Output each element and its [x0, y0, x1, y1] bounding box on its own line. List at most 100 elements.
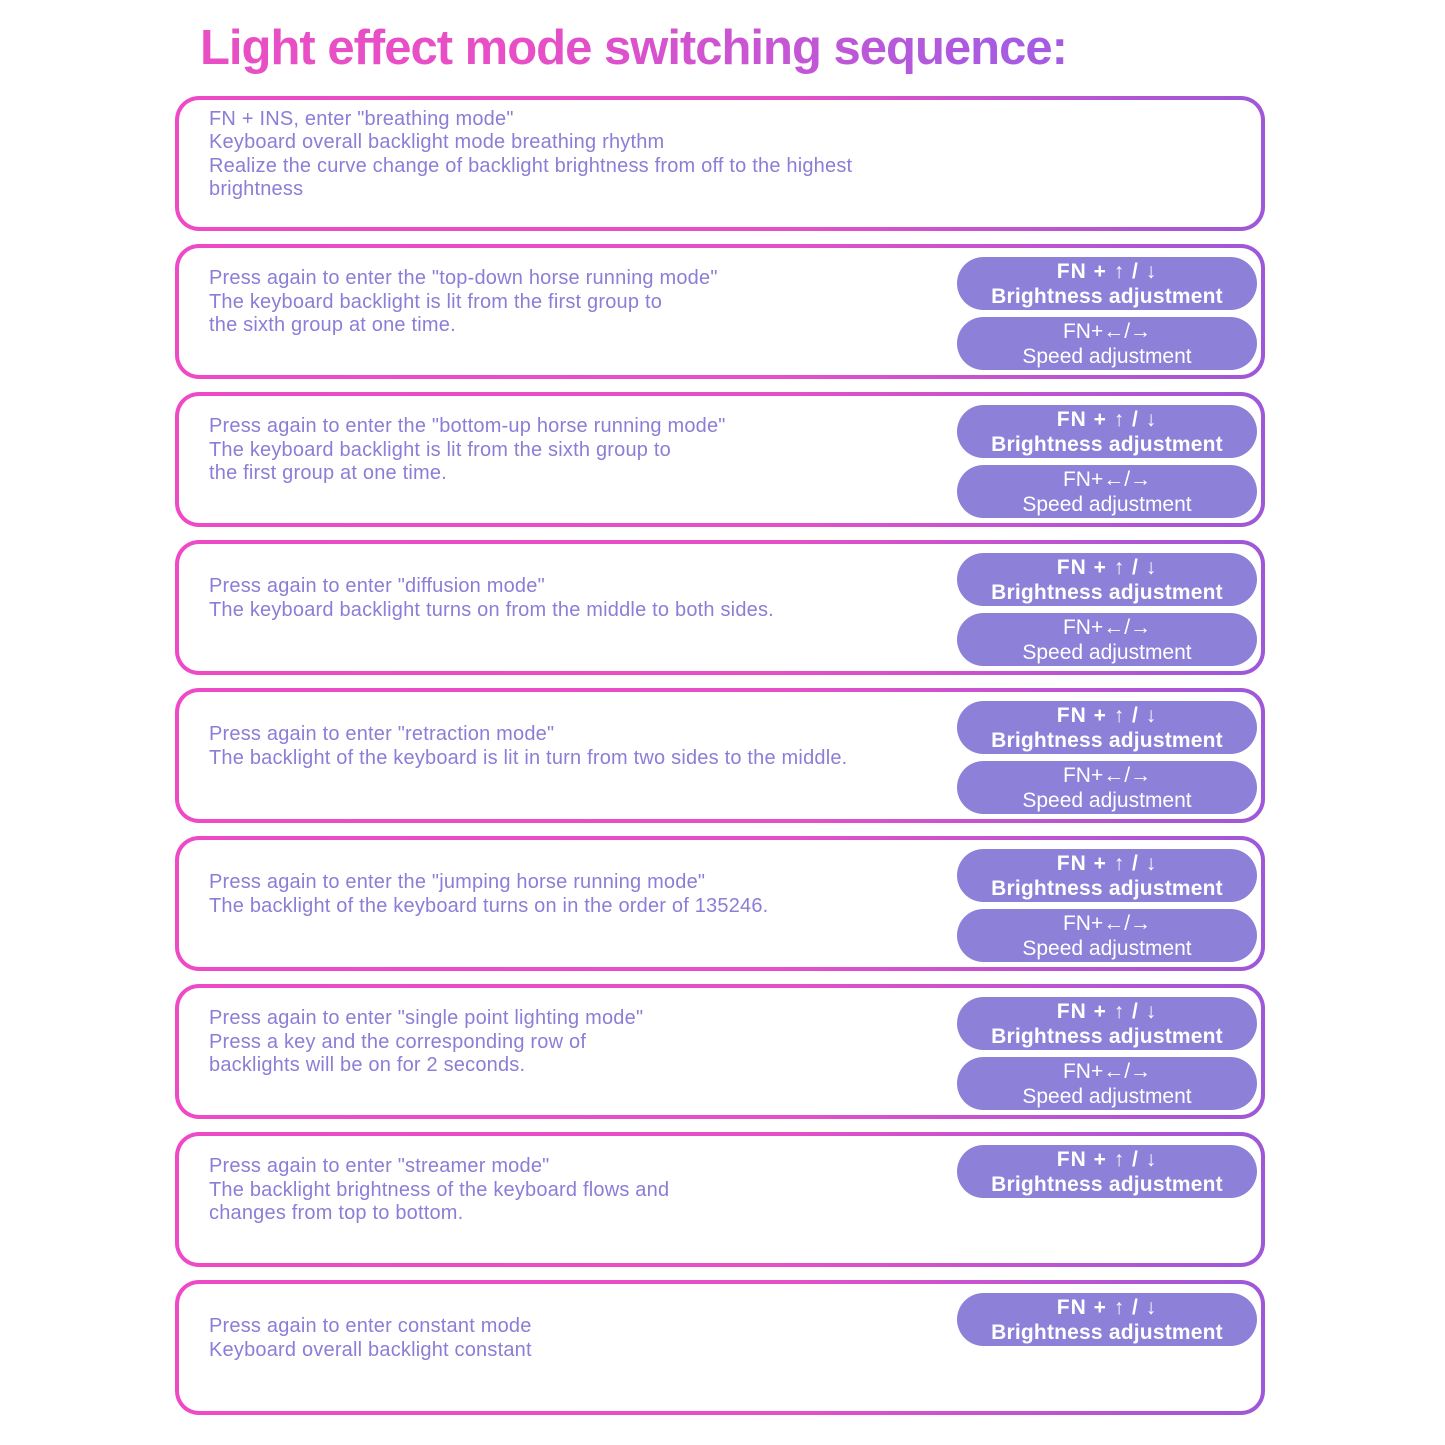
mode-sections: FN + INS, enter "breathing mode"Keyboard…	[175, 96, 1265, 1415]
mode-card-inner: Press again to enter "streamer mode"The …	[179, 1136, 1261, 1263]
text-line: The backlight of the keyboard turns on i…	[209, 894, 769, 917]
badge-keys: FN+←/→	[1062, 615, 1152, 639]
brightness-adjustment-badge: FN + ↑ / ↓Brightness adjustment	[957, 849, 1257, 902]
text-line: Keyboard overall backlight mode breathin…	[209, 131, 665, 153]
brightness-adjustment-badge: FN + ↑ / ↓Brightness adjustment	[957, 1293, 1257, 1346]
mode-description: Press again to enter the "bottom-up hors…	[179, 415, 1046, 486]
badge-keys: FN + ↑ / ↓	[1056, 555, 1158, 579]
mode-card: Press again to enter "diffusion mode"The…	[175, 540, 1265, 675]
badge-label: Speed adjustment	[1022, 936, 1192, 960]
text-line: the first group at one time.	[209, 462, 447, 485]
badge-label: Brightness adjustment	[991, 876, 1223, 900]
mode-card: FN + INS, enter "breathing mode"Keyboard…	[175, 96, 1265, 231]
mode-card: Press again to enter the "bottom-up hors…	[175, 392, 1265, 527]
badge-keys: FN + ↑ / ↓	[1056, 999, 1158, 1023]
badge-label: Brightness adjustment	[991, 1320, 1223, 1344]
mode-card-inner: Press again to enter "retraction mode"Th…	[179, 692, 1261, 819]
badge-keys: FN+←/→	[1062, 911, 1152, 935]
text-line: Keyboard overall backlight constant	[209, 1338, 532, 1361]
text-line: Press a key and the corresponding row of	[209, 1030, 587, 1053]
speed-adjustment-badge: FN+←/→Speed adjustment	[957, 613, 1257, 666]
mode-card: Press again to enter "single point light…	[175, 984, 1265, 1119]
brightness-adjustment-badge: FN + ↑ / ↓Brightness adjustment	[957, 553, 1257, 606]
brightness-adjustment-badge: FN + ↑ / ↓Brightness adjustment	[957, 701, 1257, 754]
speed-adjustment-badge: FN+←/→Speed adjustment	[957, 909, 1257, 962]
badge-keys: FN + ↑ / ↓	[1056, 407, 1158, 431]
badge-keys: FN+←/→	[1062, 1059, 1152, 1083]
badge-stack: FN + ↑ / ↓Brightness adjustment	[957, 1145, 1257, 1198]
text-line: FN + INS, enter "breathing mode"	[209, 107, 514, 130]
badge-keys: FN + ↑ / ↓	[1056, 259, 1158, 283]
text-line: The keyboard backlight is lit from the f…	[209, 290, 663, 313]
badge-keys: FN+←/→	[1062, 763, 1152, 787]
badge-label: Speed adjustment	[1022, 344, 1192, 368]
speed-adjustment-badge: FN+←/→Speed adjustment	[957, 317, 1257, 370]
text-line: Press again to enter the "top-down horse…	[209, 267, 718, 290]
text-line: the sixth group at one time.	[209, 314, 456, 337]
badge-label: Brightness adjustment	[991, 432, 1223, 456]
text-line: Press again to enter "retraction mode"	[209, 723, 555, 745]
text-line: Press again to enter the "bottom-up hors…	[209, 415, 726, 438]
badge-label: Speed adjustment	[1022, 640, 1192, 664]
mode-description: Press again to enter the "jumping horse …	[179, 871, 1088, 918]
text-line: changes from top to bottom.	[209, 1202, 464, 1225]
mode-card: Press again to enter the "jumping horse …	[175, 836, 1265, 971]
badge-label: Brightness adjustment	[991, 284, 1223, 308]
text-line: Press again to enter "single point light…	[209, 1007, 644, 1030]
mode-description: FN + INS, enter "breathing mode"Keyboard…	[179, 108, 1261, 202]
brightness-adjustment-badge: FN + ↑ / ↓Brightness adjustment	[957, 257, 1257, 310]
speed-adjustment-badge: FN+←/→Speed adjustment	[957, 1057, 1257, 1110]
mode-card: Press again to enter the "top-down horse…	[175, 244, 1265, 379]
badge-keys: FN + ↑ / ↓	[1056, 1147, 1158, 1171]
mode-card-inner: Press again to enter the "bottom-up hors…	[179, 396, 1261, 523]
brightness-adjustment-badge: FN + ↑ / ↓Brightness adjustment	[957, 997, 1257, 1050]
badge-label: Brightness adjustment	[991, 728, 1223, 752]
brightness-adjustment-badge: FN + ↑ / ↓Brightness adjustment	[957, 1145, 1257, 1198]
brightness-adjustment-badge: FN + ↑ / ↓Brightness adjustment	[957, 405, 1257, 458]
text-line: Press again to enter "diffusion mode"	[209, 575, 545, 597]
mode-description: Press again to enter "streamer mode"The …	[179, 1155, 989, 1226]
text-line: The backlight of the keyboard is lit in …	[209, 746, 848, 769]
text-line: Press again to enter the "jumping horse …	[209, 871, 706, 893]
badge-keys: FN + ↑ / ↓	[1056, 703, 1158, 727]
badge-keys: FN + ↑ / ↓	[1056, 1295, 1158, 1319]
text-line: The backlight brightness of the keyboard…	[209, 1178, 670, 1201]
mode-card-inner: FN + INS, enter "breathing mode"Keyboard…	[179, 100, 1261, 227]
speed-adjustment-badge: FN+←/→Speed adjustment	[957, 465, 1257, 518]
mode-card: Press again to enter "retraction mode"Th…	[175, 688, 1265, 823]
badge-label: Speed adjustment	[1022, 788, 1192, 812]
badge-keys: FN+←/→	[1062, 319, 1152, 343]
badge-label: Speed adjustment	[1022, 492, 1192, 516]
mode-card-inner: Press again to enter the "jumping horse …	[179, 840, 1261, 967]
text-line: The keyboard backlight turns on from the…	[209, 598, 774, 621]
text-line: Press again to enter constant mode	[209, 1315, 532, 1337]
mode-description: Press again to enter "single point light…	[179, 1007, 963, 1078]
badge-keys: FN + ↑ / ↓	[1056, 851, 1158, 875]
page-title: Light effect mode switching sequence:	[200, 21, 1068, 75]
mode-card-inner: Press again to enter "diffusion mode"The…	[179, 544, 1261, 671]
text-line: Realize the curve change of backlight br…	[209, 154, 853, 201]
speed-adjustment-badge: FN+←/→Speed adjustment	[957, 761, 1257, 814]
mode-card-inner: Press again to enter the "top-down horse…	[179, 248, 1261, 375]
badge-label: Brightness adjustment	[991, 580, 1223, 604]
badge-label: Brightness adjustment	[991, 1024, 1223, 1048]
mode-card-inner: Press again to enter "single point light…	[179, 988, 1261, 1115]
mode-card: Press again to enter "streamer mode"The …	[175, 1132, 1265, 1267]
text-line: Press again to enter "streamer mode"	[209, 1155, 550, 1178]
text-line: The keyboard backlight is lit from the s…	[209, 438, 671, 461]
mode-description: Press again to enter the "top-down horse…	[179, 267, 1038, 338]
mode-description: Press again to enter "diffusion mode"The…	[179, 575, 1094, 622]
badge-label: Speed adjustment	[1022, 1084, 1192, 1108]
mode-description: Press again to enter "retraction mode"Th…	[179, 723, 1167, 770]
text-line: backlights will be on for 2 seconds.	[209, 1054, 526, 1077]
